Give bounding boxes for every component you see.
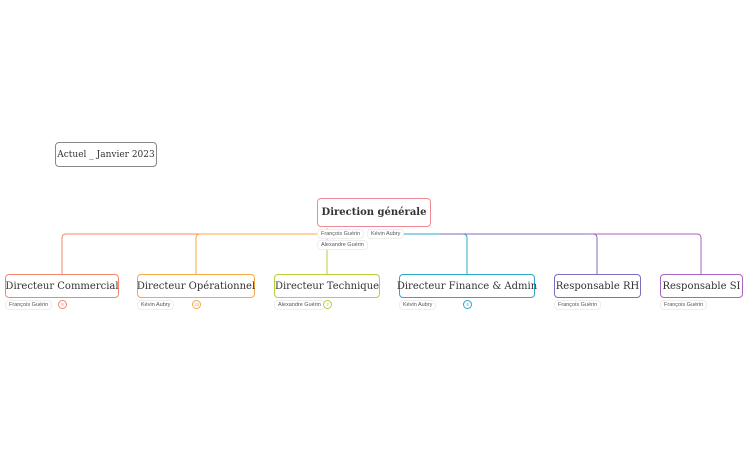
root-person-3: Alexandre Guérin [317,240,368,250]
person-tag: Alexandre Guérin [274,300,325,310]
root-node[interactable]: Direction générale [317,198,431,227]
person-tag: François Guérin [660,300,708,310]
root-person-1: François Guérin [317,229,365,239]
connector-operationnel [195,233,327,274]
node-directeur-finance-admin[interactable]: Directeur Finance & Admin [397,274,537,298]
count-badge[interactable]: 2 [323,300,332,309]
person-tag: François Guérin [5,300,53,310]
connector-rh [440,233,598,274]
node-responsable-si[interactable]: Responsable SI [660,274,743,298]
title-box[interactable]: Actuel _ Janvier 2023 [55,142,157,167]
count-badge[interactable]: 15 [192,300,201,309]
root-person-2: Kévin Aubry [367,229,405,239]
person-tag: Kévin Aubry [399,300,437,310]
node-responsable-rh[interactable]: Responsable RH [554,274,641,298]
connector-si [590,233,702,274]
connector-finance [370,233,468,274]
node-directeur-technique[interactable]: Directeur Technique [274,274,380,298]
count-badge[interactable]: 4 [463,300,472,309]
person-tag: Kévin Aubry [137,300,175,310]
node-directeur-commercial[interactable]: Directeur Commercial [5,274,119,298]
count-badge[interactable]: 8 [58,300,67,309]
person-tag: François Guérin [554,300,602,310]
node-directeur-operationnel[interactable]: Directeur Opérationnel [137,274,255,298]
connector-commercial [61,233,327,274]
